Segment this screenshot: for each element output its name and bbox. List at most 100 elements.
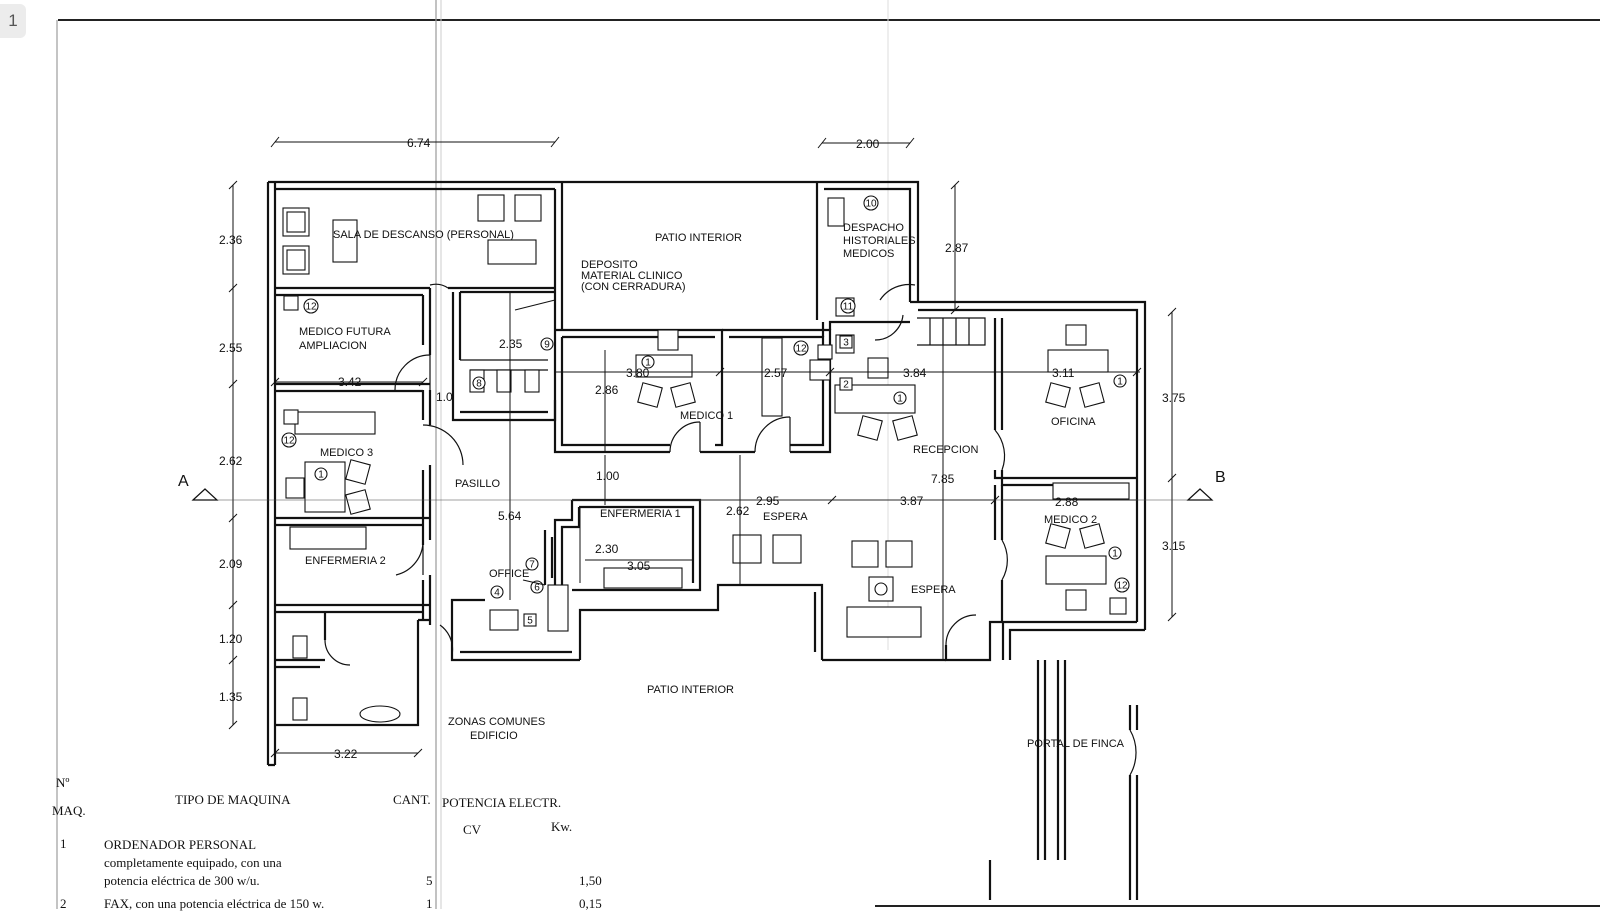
despacho-wall [817,180,920,302]
svg-text:1.35: 1.35 [219,690,243,704]
wall-wc-divider [275,612,327,669]
room-office: OFFICE [489,568,529,580]
outer-wall-top-left [268,180,562,191]
room-medico-futura: MEDICO FUTURA [299,326,391,338]
room-medico-3: MEDICO 3 [320,447,373,459]
svg-text:2.35: 2.35 [499,337,523,351]
svg-text:1: 1 [645,358,651,369]
dimension-lines [205,141,1210,754]
svg-text:1.0: 1.0 [436,390,453,404]
svg-text:5: 5 [527,616,533,627]
row-1-type: ORDENADOR PERSONAL [104,837,257,852]
svg-text:1: 1 [318,470,324,481]
svg-text:3.87: 3.87 [900,494,924,508]
svg-text:9: 9 [544,340,550,351]
marker-1-medico2: 1 [1108,546,1122,560]
wall-sala-bottom [275,286,555,297]
door-swings [324,283,1137,776]
wall-medico1 [553,328,724,454]
svg-text:10: 10 [865,199,877,210]
room-recepcion: RECEPCION [913,444,978,456]
outer-wall-left [266,182,277,765]
section-b-label: B [1215,469,1226,486]
patio-top-top [562,180,819,320]
room-medico-2: MEDICO 2 [1044,514,1097,526]
room-deposito-2: MATERIAL CLINICO [581,270,683,282]
svg-text:1: 1 [897,394,903,405]
item-markers: 1 1 1 1 1 2 3 4 5 6 7 8 9 10 11 12 12 12… [281,195,1130,627]
wall-medfut-bottom [275,382,430,393]
marker-1-medico1: 1 [641,355,655,369]
wall-deposito [451,290,557,422]
room-despacho-2: HISTORIALES [843,235,916,247]
wall-left-corridor [421,288,432,625]
room-espera-1: ESPERA [763,511,808,523]
dimension-ticks [228,136,1177,758]
svg-text:2.87: 2.87 [945,241,969,255]
svg-text:3.80: 3.80 [626,366,650,380]
marker-12-corridor: 12 [793,340,809,356]
svg-text:12: 12 [305,302,317,313]
row-1-num: 1 [60,836,67,851]
page-number-badge: 1 [0,4,26,38]
svg-text:6: 6 [534,583,540,594]
header-tipo: TIPO DE MAQUINA [175,792,291,807]
section-a-marker [191,488,219,501]
row-2-num: 2 [60,896,67,911]
svg-text:11: 11 [843,302,854,313]
svg-text:5.64: 5.64 [498,509,522,523]
marker-1-medico3: 1 [314,467,328,481]
header-maq: MAQ. [52,803,86,818]
row-2-type: FAX, con una potencia eléctrica de 150 w… [104,896,325,911]
row-2-cant: 1 [426,896,433,911]
marker-12-medico2: 12 [1114,577,1130,593]
header-n: Nº [56,775,70,790]
svg-text:12: 12 [283,436,295,447]
header-kw: Kw. [551,819,573,834]
wall-enf2-bottom [275,603,430,614]
room-enfermeria-1: ENFERMERIA 1 [600,508,681,520]
room-despacho: DESPACHO [843,222,904,234]
section-b-marker [1186,488,1214,501]
svg-text:3.11: 3.11 [1052,366,1075,380]
marker-4: 4 [490,585,504,599]
stair [917,317,986,346]
svg-text:2.62: 2.62 [726,504,750,518]
wall-deposito-inner [460,359,548,371]
row-1-cant: 5 [426,873,433,888]
svg-text:7: 7 [529,560,535,571]
svg-text:3.15: 3.15 [1162,539,1186,553]
svg-text:6.74: 6.74 [407,136,431,150]
marker-10: 10 [863,195,879,211]
room-medico-1: MEDICO 1 [680,410,733,422]
office-bottom [450,598,580,662]
svg-text:3.75: 3.75 [1162,391,1186,405]
room-oficina: OFICINA [1051,416,1096,428]
svg-text:2.00: 2.00 [856,137,880,151]
marker-3: 3 [839,335,853,349]
wc-bottom [268,618,430,767]
row-2-kw: 0,15 [579,896,602,911]
svg-text:2.36: 2.36 [219,233,243,247]
room-pasillo: PASILLO [455,478,500,490]
svg-text:1: 1 [1117,377,1123,388]
marker-7: 7 [525,557,539,571]
marker-8: 8 [472,376,486,390]
svg-text:1.00: 1.00 [596,469,620,483]
row-1-kw: 1,50 [579,873,602,888]
svg-text:2: 2 [843,380,849,391]
furniture [282,194,1130,723]
svg-text:1.20: 1.20 [219,632,243,646]
header-potencia: POTENCIA ELECTR. [442,795,562,810]
header-cv: CV [463,822,482,837]
svg-text:2.88: 2.88 [1055,495,1079,509]
header-cant: CANT. [393,792,431,807]
marker-11: 11 [840,298,856,314]
wall-enfermeria1 [553,498,702,610]
room-labels: SALA DE DESCANSO (PERSONAL) PATIO INTERI… [299,222,1125,750]
room-deposito: DEPOSITO [581,259,638,271]
wall-corridor-block [722,328,832,454]
svg-text:8: 8 [476,379,482,390]
svg-text:2.57: 2.57 [764,366,788,380]
